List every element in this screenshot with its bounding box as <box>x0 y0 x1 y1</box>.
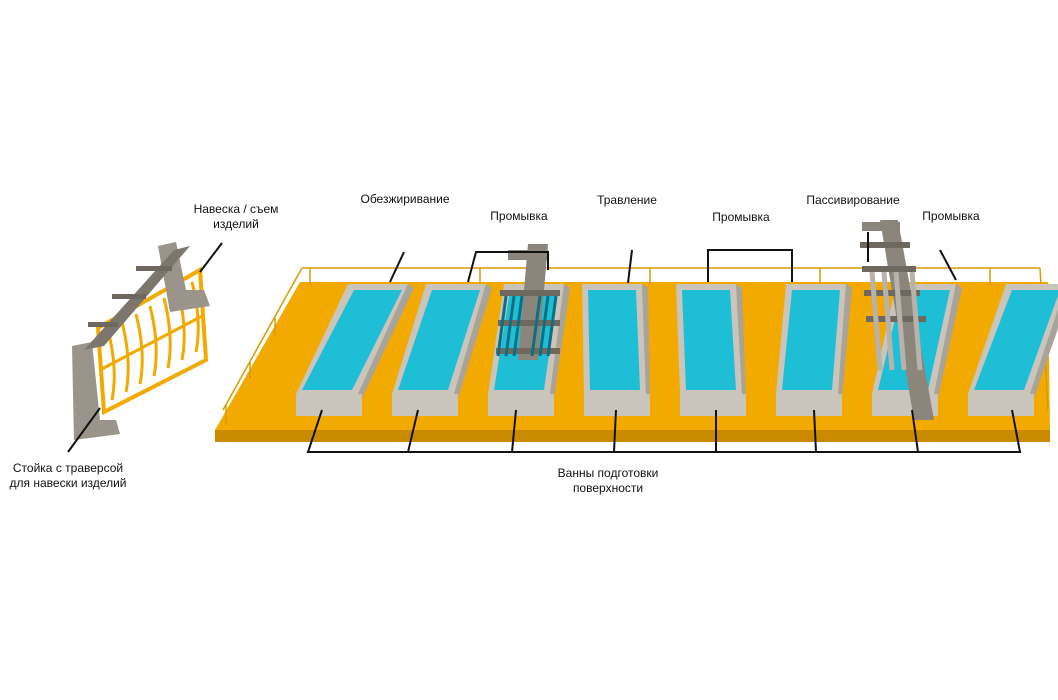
label-hanging: Навеска / съем изделий <box>193 202 279 231</box>
leader-lines <box>67 232 1022 453</box>
leader-rinse-1 <box>467 251 549 283</box>
label-baths: Ванны подготовки поверхности <box>557 466 659 495</box>
tank-4 <box>582 284 650 416</box>
tank-front-wall <box>776 394 842 416</box>
loading-stand <box>72 242 210 440</box>
crane-bridge-2 <box>860 220 934 420</box>
tank-side-wall <box>1030 308 1058 398</box>
leader-hanging <box>199 242 223 273</box>
tank-front-wall <box>584 394 650 416</box>
label-passivation: Пассивирование <box>806 193 900 207</box>
tank-water <box>588 290 640 390</box>
leader-rinse-3 <box>939 249 957 281</box>
tank-front-wall <box>296 394 362 416</box>
tank-1 <box>296 284 414 416</box>
crane-bridge-1 <box>496 244 560 360</box>
tank-side-wall <box>358 284 414 398</box>
tank-5 <box>676 284 746 416</box>
leader-rinse-2 <box>707 249 793 282</box>
tank-water <box>302 290 402 390</box>
tank-side-wall <box>838 284 852 398</box>
tank-front-wall <box>392 394 458 416</box>
label-rinse-2: Промывка <box>712 210 770 224</box>
platform-front <box>215 430 1050 442</box>
tank-side-wall <box>642 284 650 398</box>
tank-8 <box>968 284 1058 416</box>
tank-side-wall <box>736 284 746 398</box>
tank-side-wall <box>934 284 962 398</box>
stand-post-left <box>72 342 120 440</box>
tank-front-wall <box>680 394 746 416</box>
label-degreasing: Обезжиривание <box>360 192 450 206</box>
tank-water <box>782 290 840 390</box>
leader-etching <box>627 249 633 284</box>
tank-water <box>398 290 480 390</box>
tank-water <box>974 290 1058 390</box>
tank-side-wall <box>454 284 492 398</box>
tank-front-wall <box>968 394 1034 416</box>
label-stand: Стойка с траверсой для навески изделий <box>9 461 127 490</box>
tank-side-wall <box>550 284 570 398</box>
label-rinse-1: Промывка <box>490 209 548 223</box>
tank-6 <box>776 284 852 416</box>
tank-front-wall <box>488 394 554 416</box>
leader-stand <box>67 407 101 453</box>
leader-degreasing <box>389 251 405 283</box>
label-rinse-3: Промывка <box>922 209 980 223</box>
tank-water <box>682 290 736 390</box>
label-etching: Травление <box>597 193 657 207</box>
leader-baths <box>306 409 1022 453</box>
tank-2 <box>392 284 492 416</box>
